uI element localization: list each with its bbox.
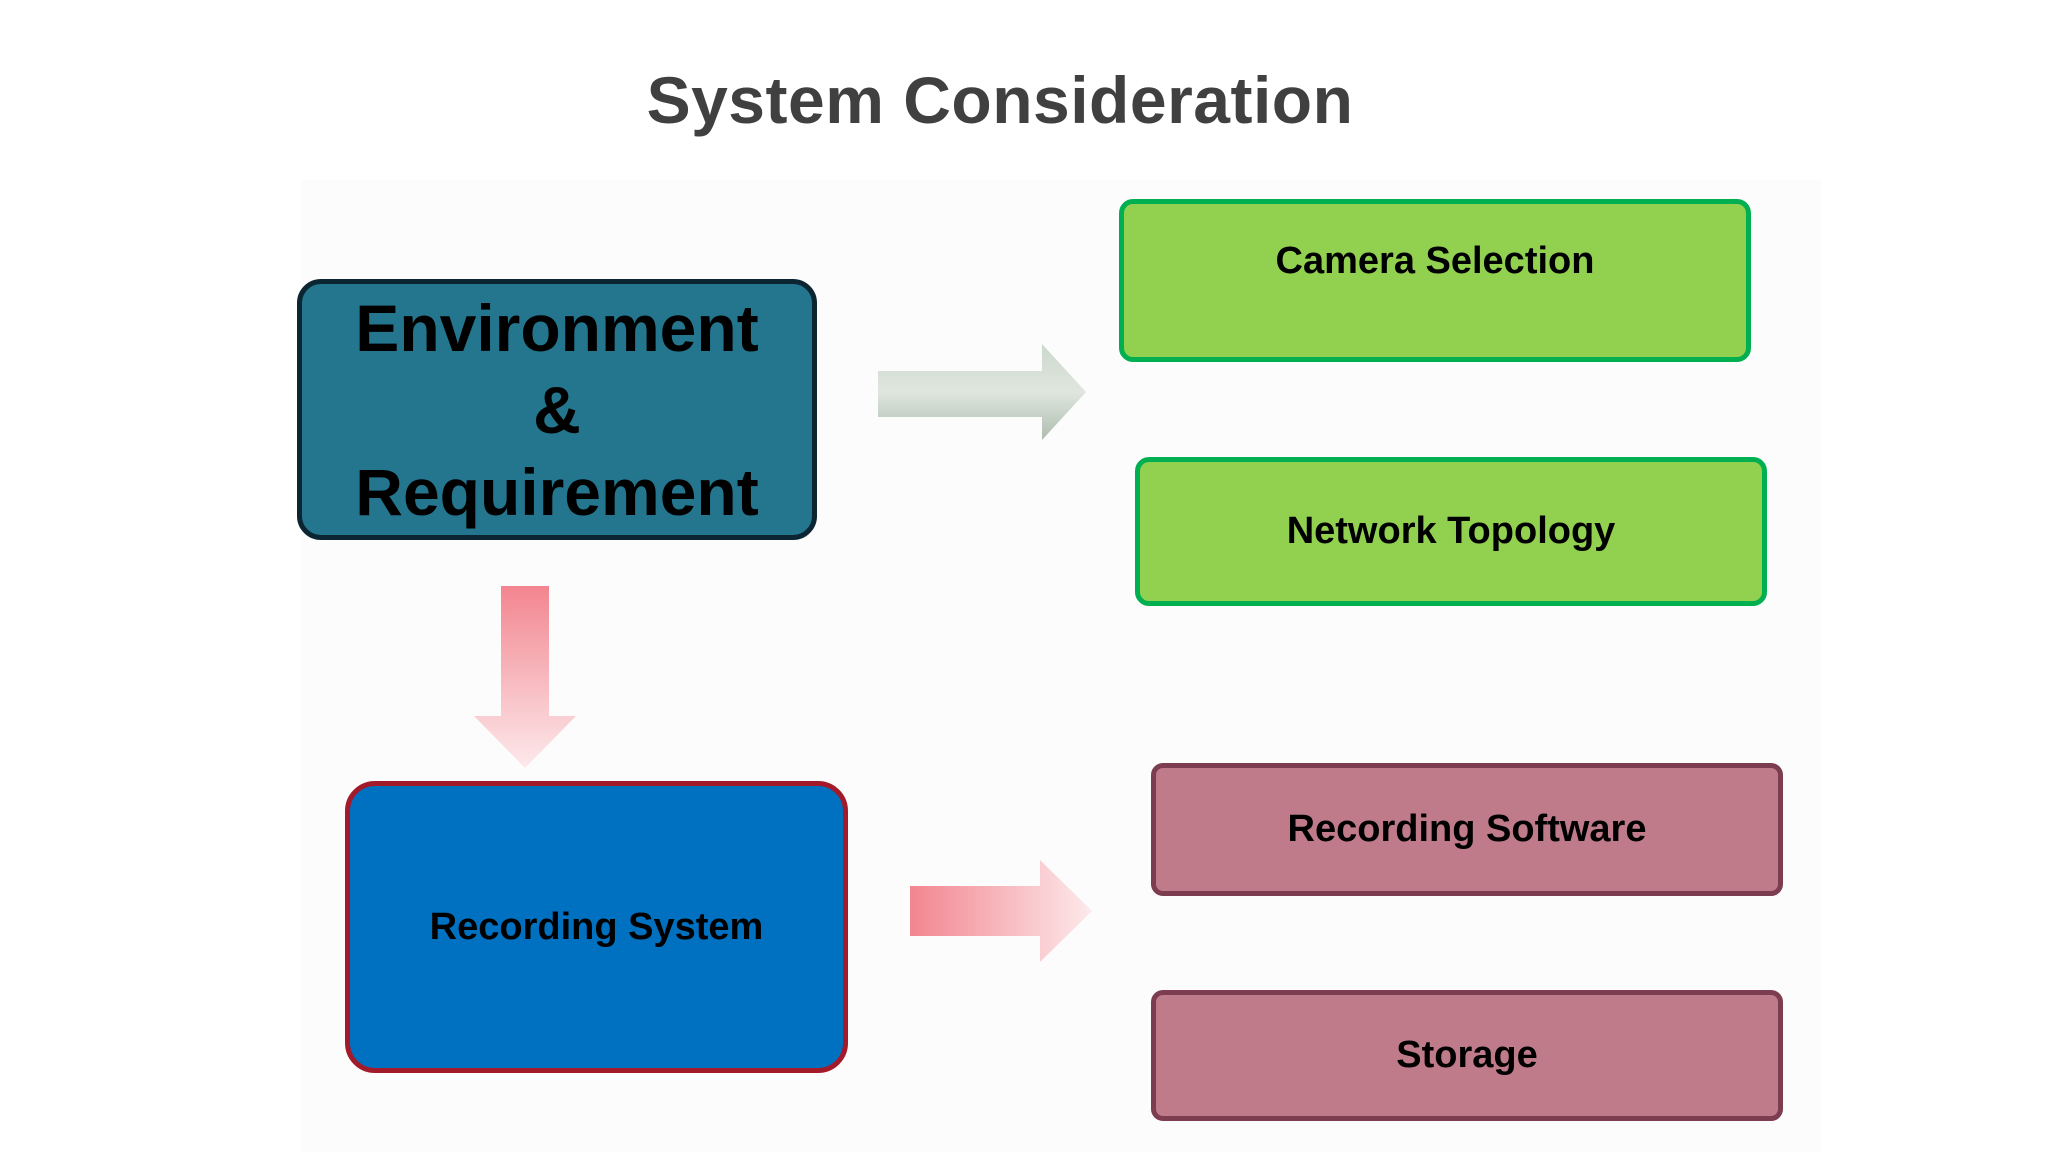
- ampersand-label: &: [533, 372, 581, 447]
- storage-label: Storage: [1396, 1034, 1538, 1076]
- recording-system-label: Recording System: [429, 905, 764, 948]
- right-arrow-icon: [878, 344, 1086, 440]
- camera-selection-label: Camera Selection: [1275, 240, 1595, 282]
- environment-requirement-box: Environment & Requirement: [297, 279, 817, 540]
- requirement-label: Requirement: [355, 454, 759, 529]
- camera-selection-box: Camera Selection: [1119, 199, 1751, 362]
- recording-software-box: Recording Software: [1151, 763, 1783, 896]
- recording-system-box: Recording System: [345, 781, 848, 1073]
- network-topology-box: Network Topology: [1135, 457, 1767, 606]
- slide-title: System Consideration: [646, 63, 1354, 137]
- right-arrow-icon: [910, 860, 1092, 962]
- environment-label: Environment: [355, 290, 759, 365]
- storage-box: Storage: [1151, 990, 1783, 1121]
- network-topology-label: Network Topology: [1286, 510, 1616, 552]
- recording-software-label: Recording Software: [1287, 808, 1647, 850]
- down-arrow-icon: [474, 586, 576, 768]
